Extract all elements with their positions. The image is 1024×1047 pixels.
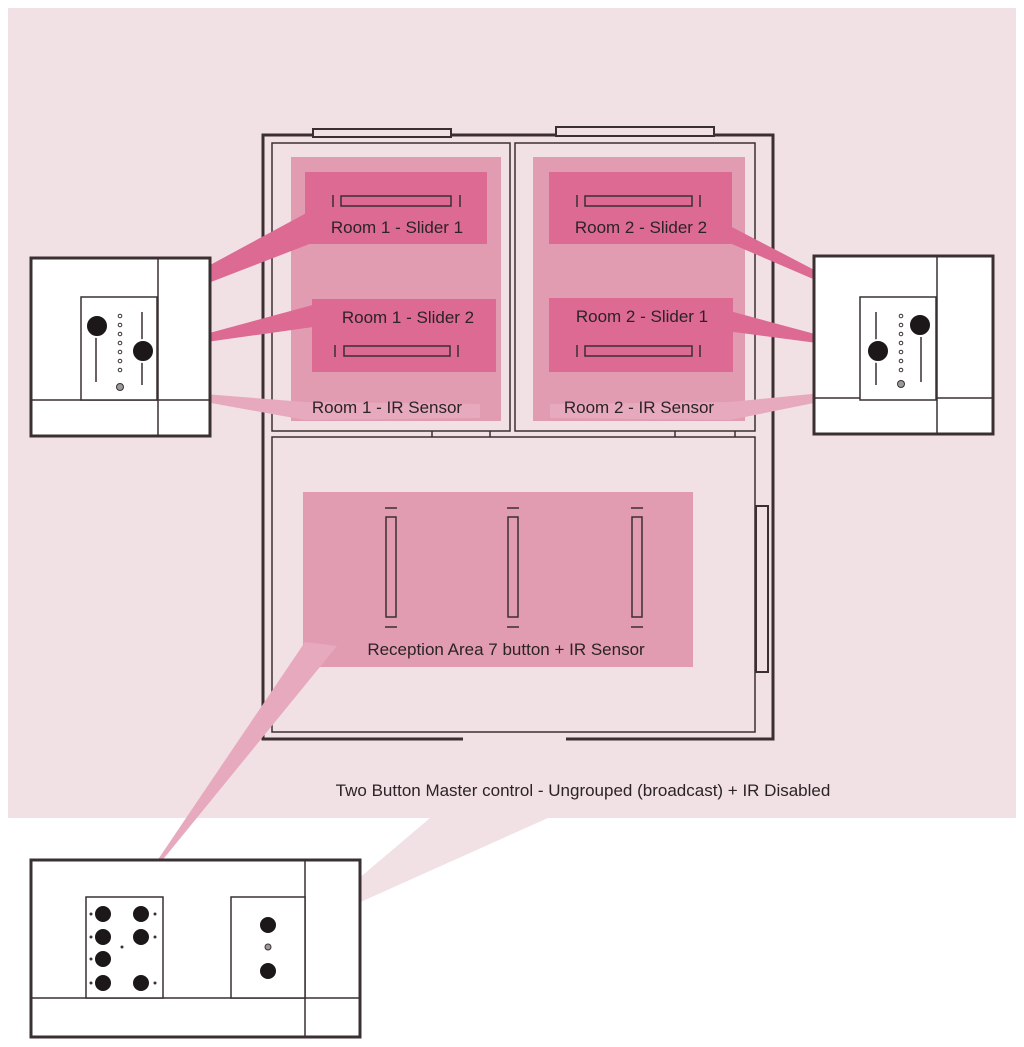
room2-slider1-label: Room 2 - Slider 1 [576,307,708,326]
master-ir-sensor-icon [264,943,272,951]
room2-plate-leds [898,313,904,373]
room1-knob-slider1[interactable] [85,314,109,338]
reception-sliders [385,507,643,628]
room1-slider2-label: Room 1 - Slider 2 [342,308,474,327]
beam-reception [134,642,337,895]
master-button-bottom[interactable] [258,961,278,981]
keypad-button-2[interactable] [131,904,151,924]
master-button-top[interactable] [258,915,278,935]
reception-label: Reception Area 7 button + IR Sensor [367,640,645,659]
keypad-button-7[interactable] [131,973,151,993]
room2-wall-plate [812,254,995,436]
keypad-indicator-dots [89,912,157,985]
room1-plate-leds [117,313,123,373]
entrance-gap [463,734,566,742]
room1-knob-slider2[interactable] [131,339,155,363]
slider-tracks [332,195,701,357]
keypad-button-4[interactable] [131,927,151,947]
keypad-button-6[interactable] [93,973,113,993]
reception-zone [303,492,693,667]
room2-slider2-panel [549,172,732,244]
room1-slider2-panel [312,299,496,372]
room1-slider1-panel [305,172,487,244]
room2-knob-slider1[interactable] [866,339,890,363]
keypad-button-1[interactable] [93,904,113,924]
room1-slider1-label: Room 1 - Slider 1 [331,218,463,237]
room1-ir-label: Room 1 - IR Sensor [312,398,463,417]
beam-room1-ir [128,388,480,420]
keypad-button-3[interactable] [93,927,113,947]
room2-slider2-label: Room 2 - Slider 2 [575,218,707,237]
room1-ir-sensor-icon [116,383,124,391]
room2-ir-sensor-icon [897,380,905,388]
master-control-label: Two Button Master control - Ungrouped (b… [336,781,831,800]
keypad-button-5[interactable] [93,949,113,969]
room2-knob-slider2[interactable] [908,313,932,337]
room1-wall-plate [29,256,212,438]
reception-control-plate [29,858,362,1039]
room2-ir-label: Room 2 - IR Sensor [564,398,715,417]
